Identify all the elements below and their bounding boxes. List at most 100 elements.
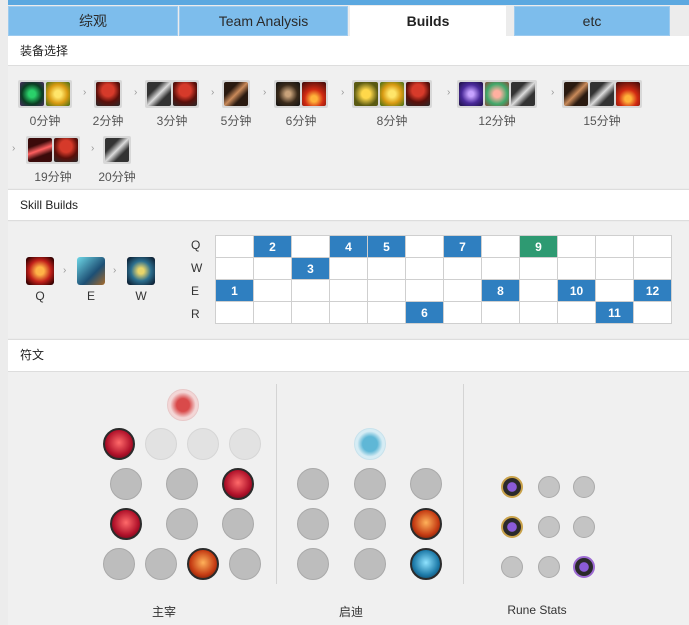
item-group-time: 6分钟 [285,114,317,128]
skill-empty-cell [291,235,330,258]
item-blade-icon[interactable] [564,82,588,106]
item-group: 8分钟 [352,80,432,128]
item-group: 0分钟 [18,80,72,128]
item-lava-icon[interactable] [302,82,326,106]
item-gold-icon[interactable] [46,82,70,106]
tab-etc[interactable]: etc [514,6,670,36]
skill-empty-cell [291,301,330,324]
skill-empty-cell [405,257,444,280]
item-yellow-icon[interactable] [354,82,378,106]
skill-empty-cell [443,301,482,324]
stat-adaptive-icon [501,476,523,498]
item-group-icons [222,80,250,108]
item-group-time: 2分钟 [92,114,124,128]
skill-empty-cell [595,279,634,302]
tab-overview[interactable]: 综观 [8,6,178,36]
skill-empty-cell [329,301,368,324]
item-sword-icon[interactable] [590,82,614,106]
item-pink-icon[interactable] [485,82,509,106]
skill-level-cell: 4 [329,235,368,258]
runes-panel [8,372,689,625]
item-green-icon[interactable] [20,82,44,106]
item-arrow: › [447,87,451,98]
skill-empty-cell [595,257,634,280]
skill-empty-cell [253,279,292,302]
biscuit-delivery-icon [410,508,442,540]
skill-level-cell: 7 [443,235,482,258]
item-red-mushroom-icon[interactable] [54,138,78,162]
skill-level-cell: 10 [557,279,596,302]
predator-icon [145,428,177,460]
stat-armor-icon [538,516,560,538]
skill-row-label-w: W [191,261,203,275]
stat-adaptive-2-icon [501,516,523,538]
item-group-icons [457,80,537,108]
item-group-time: 3分钟 [156,114,188,128]
item-blade-icon[interactable] [224,82,248,106]
item-red-mushroom-icon[interactable] [406,82,430,106]
item-scythe-icon[interactable] [28,138,52,162]
skill-level-cell: 11 [595,301,634,324]
skill-empty-cell [253,301,292,324]
item-group: 20分钟 [98,136,136,184]
item-purple-icon[interactable] [459,82,483,106]
item-group-time: 15分钟 [583,114,621,128]
item-group: 5分钟 [221,80,251,128]
item-dark-icon[interactable] [276,82,300,106]
item-group-time: 0分钟 [29,114,61,128]
item-red-mushroom-icon[interactable] [96,82,120,106]
skill-level-cell: 8 [481,279,520,302]
stat-armor-2-icon [538,556,560,578]
item-sword-icon[interactable] [147,82,171,106]
taste-of-blood-icon [166,468,198,500]
skill-empty-cell [215,257,254,280]
item-sword-icon[interactable] [105,138,129,162]
item-arrow: › [551,87,555,98]
futures-market-icon [297,508,329,540]
skill-key-w: W [135,289,147,303]
skill-empty-cell [367,301,406,324]
sudden-impact-icon [222,468,254,500]
skill-empty-cell [329,257,368,280]
secondary-tree-label: 启迪 [338,605,364,619]
domination-tree-icon [167,389,199,421]
skill-empty-cell [367,257,406,280]
skill-empty-cell [405,235,444,258]
item-arrow: › [12,143,16,154]
skill-row-label-q: Q [191,238,201,252]
item-arrow: › [211,87,215,98]
skill-empty-cell [481,257,520,280]
dark-harvest-icon [187,428,219,460]
item-arrow: › [134,87,138,98]
skill-level-cell: 5 [367,235,406,258]
skill-empty-cell [519,279,558,302]
item-sword-icon[interactable] [511,82,535,106]
eyeball-collection-icon [222,508,254,540]
time-warp-tonic-icon [410,548,442,580]
stat-cdr-icon [573,476,595,498]
tab-builds[interactable]: Builds [350,6,506,36]
item-lava-icon[interactable] [616,82,640,106]
skill-empty-cell [557,301,596,324]
tab-bar: 综观 Team Analysis Builds etc [0,0,689,36]
rune-divider-1 [276,384,277,584]
item-gold-icon[interactable] [380,82,404,106]
skill-empty-cell [595,235,634,258]
ingenious-hunter-icon [145,548,177,580]
skill-empty-cell [405,279,444,302]
tab-team-analysis[interactable]: Team Analysis [179,6,348,36]
item-group: 15分钟 [562,80,642,128]
skill-empty-cell [633,301,672,324]
item-group: 19分钟 [26,136,80,184]
primary-tree-label: 主宰 [151,605,177,619]
skill-row-label-e: E [191,284,200,298]
skill-level-cell: 2 [253,235,292,258]
skill-level-cell: 12 [633,279,672,302]
skill-row-label-r: R [191,307,200,321]
item-group-time: 19分钟 [34,170,72,184]
item-red-mushroom-icon[interactable] [173,82,197,106]
skill-q-icon [26,257,54,285]
